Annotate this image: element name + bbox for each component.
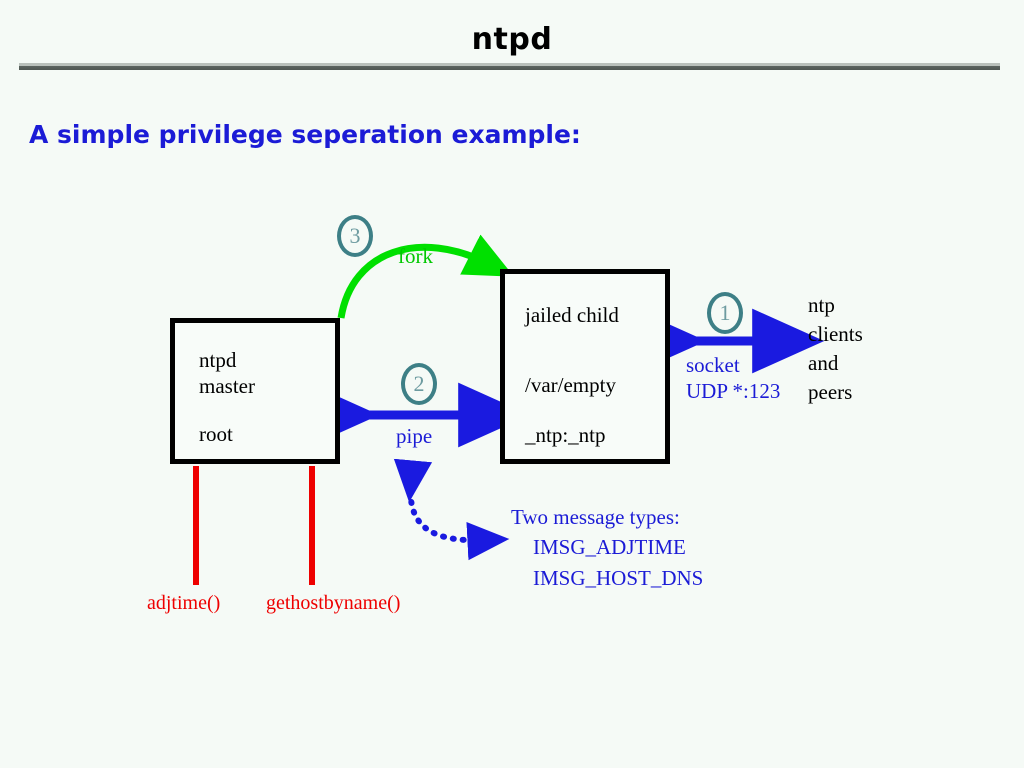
- step-badge-1: 1: [707, 292, 743, 334]
- message-type-host-dns: IMSG_HOST_DNS: [533, 565, 704, 590]
- ntp-clients-line4: peers: [808, 379, 853, 404]
- master-line-role: master: [199, 374, 255, 398]
- ntp-clients-line1: ntp: [808, 293, 835, 317]
- message-types-label: Two message types: IMSG_ADJTIME IMSG_HOS…: [511, 502, 703, 593]
- page-title: ntpd: [471, 22, 553, 57]
- master-line-user: root: [199, 422, 233, 446]
- child-line-process: jailed child: [525, 303, 619, 327]
- child-line-user: _ntp:_ntp: [525, 423, 606, 447]
- child-line-chroot: /var/empty: [525, 373, 616, 397]
- pipe-label: pipe: [396, 424, 433, 448]
- title-divider: [19, 63, 1000, 70]
- master-line-process: ntpd: [199, 348, 237, 372]
- fork-label: fork: [398, 244, 433, 268]
- message-type-adjtime: IMSG_ADJTIME: [533, 535, 686, 560]
- syscall-label-gethostbyname: gethostbyname(): [266, 592, 401, 614]
- message-types-arrow: [393, 458, 510, 561]
- process-box-master[interactable]: ntpd master root: [170, 318, 340, 464]
- step-badge-2: 2: [401, 363, 437, 405]
- step-badge-3: 3: [337, 215, 373, 257]
- socket-label-line1: socket: [686, 353, 740, 377]
- syscall-label-adjtime: adjtime(): [147, 592, 221, 614]
- ntp-clients-line3: and: [808, 350, 839, 375]
- socket-label-line2: UDP *:123: [686, 378, 781, 403]
- subtitle-text: A simple privilege seperation example:: [29, 120, 581, 149]
- ntp-clients-label: ntp clients and peers: [808, 291, 863, 407]
- message-types-title: Two message types:: [511, 505, 680, 529]
- ntp-clients-line2: clients: [808, 321, 863, 346]
- socket-label: socket UDP *:123: [686, 353, 780, 404]
- process-box-jailed-child[interactable]: jailed child /var/empty _ntp:_ntp: [500, 269, 670, 464]
